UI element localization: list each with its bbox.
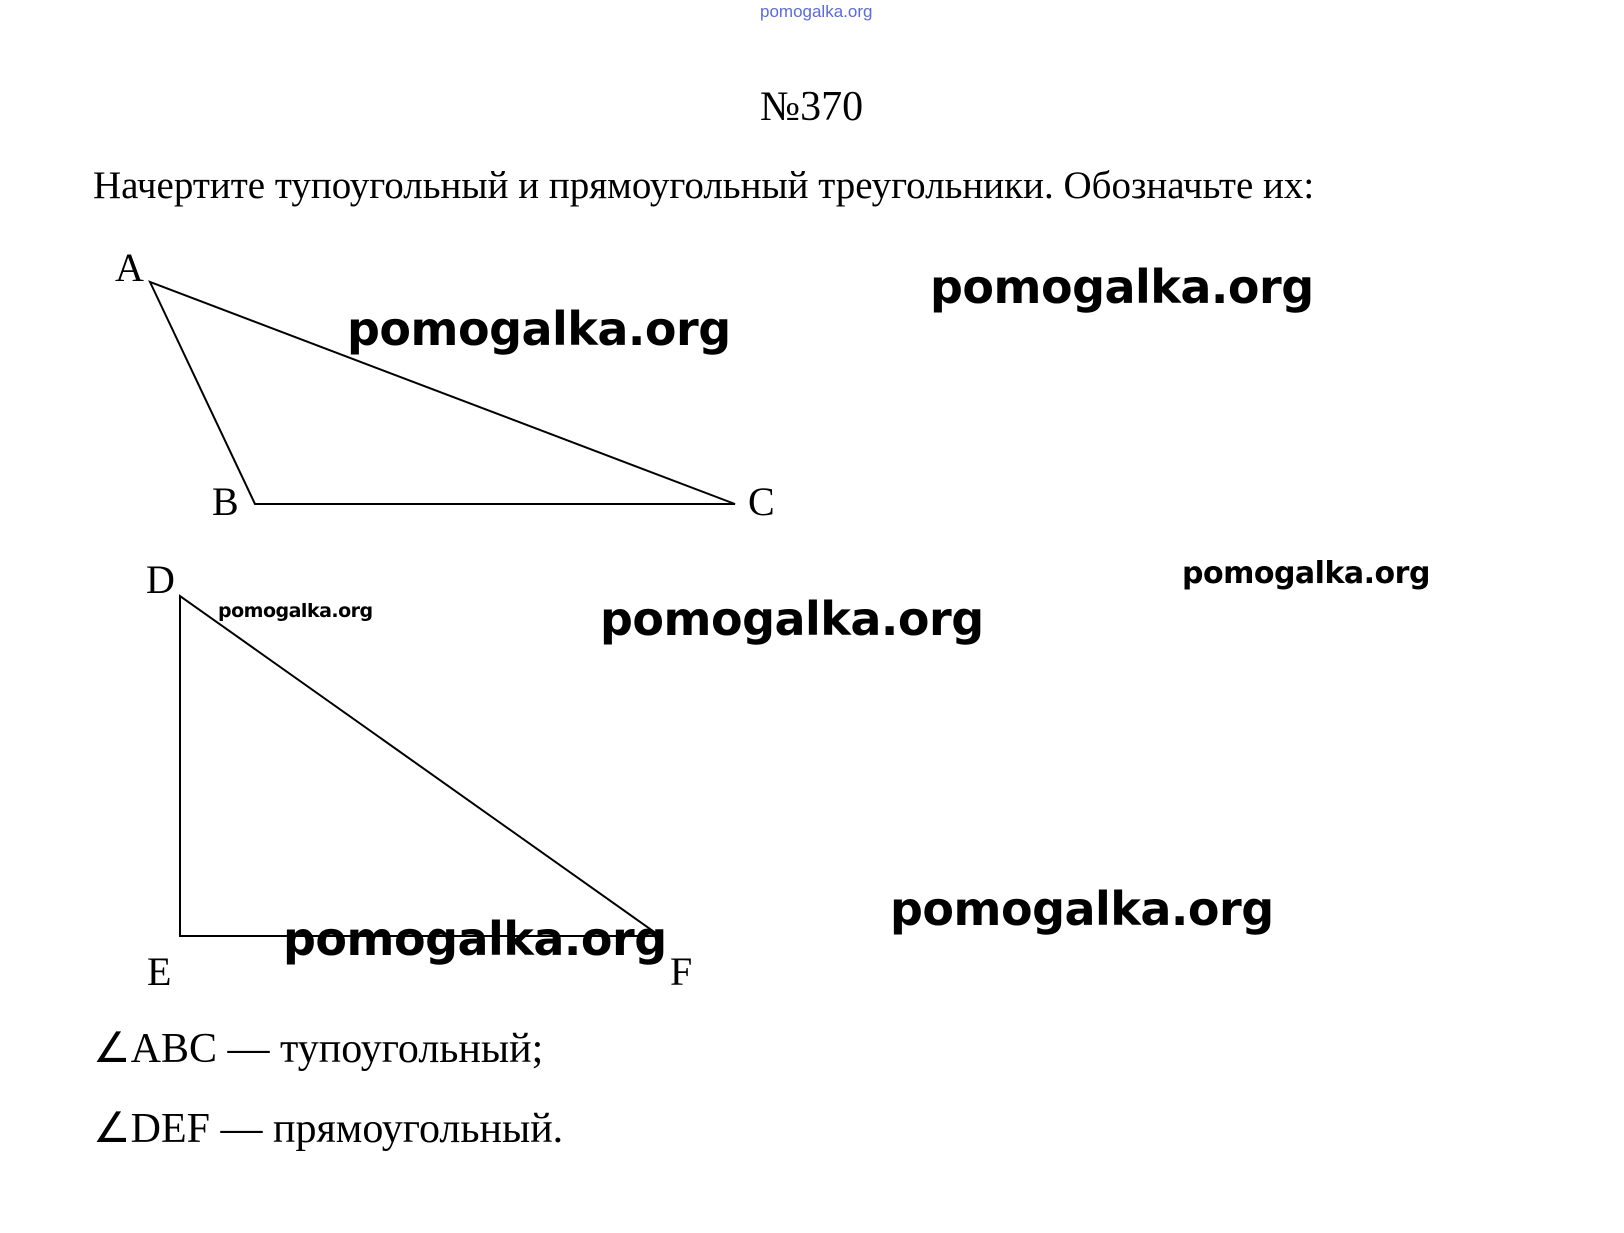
watermark: pomogalka.org (930, 260, 1314, 314)
watermark: pomogalka.org (600, 592, 984, 646)
obtuse-triangle-abc (148, 280, 736, 505)
vertex-label-a: A (115, 245, 144, 290)
problem-number: №370 (760, 84, 864, 130)
watermark: pomogalka.org (218, 600, 373, 622)
answer-line-def: ∠DEF — прямоугольный. (93, 1106, 564, 1152)
vertex-label-c: C (748, 479, 775, 524)
vertex-label-b: B (212, 479, 239, 524)
watermark: pomogalka.org (890, 882, 1274, 936)
watermark: pomogalka.org (1182, 556, 1430, 591)
right-triangle-def (179, 594, 664, 937)
answer-line-abc: ∠ABC — тупоугольный; (93, 1026, 544, 1072)
vertex-label-d: D (146, 557, 175, 602)
watermark: pomogalka.org (283, 912, 667, 966)
task-statement: Начертите тупоугольный и прямоугольный т… (93, 164, 1315, 207)
vertex-label-e: E (147, 949, 172, 994)
watermark: pomogalka.org (347, 302, 731, 356)
vertex-label-f: F (670, 949, 693, 994)
site-watermark-header: pomogalka.org (760, 2, 873, 21)
